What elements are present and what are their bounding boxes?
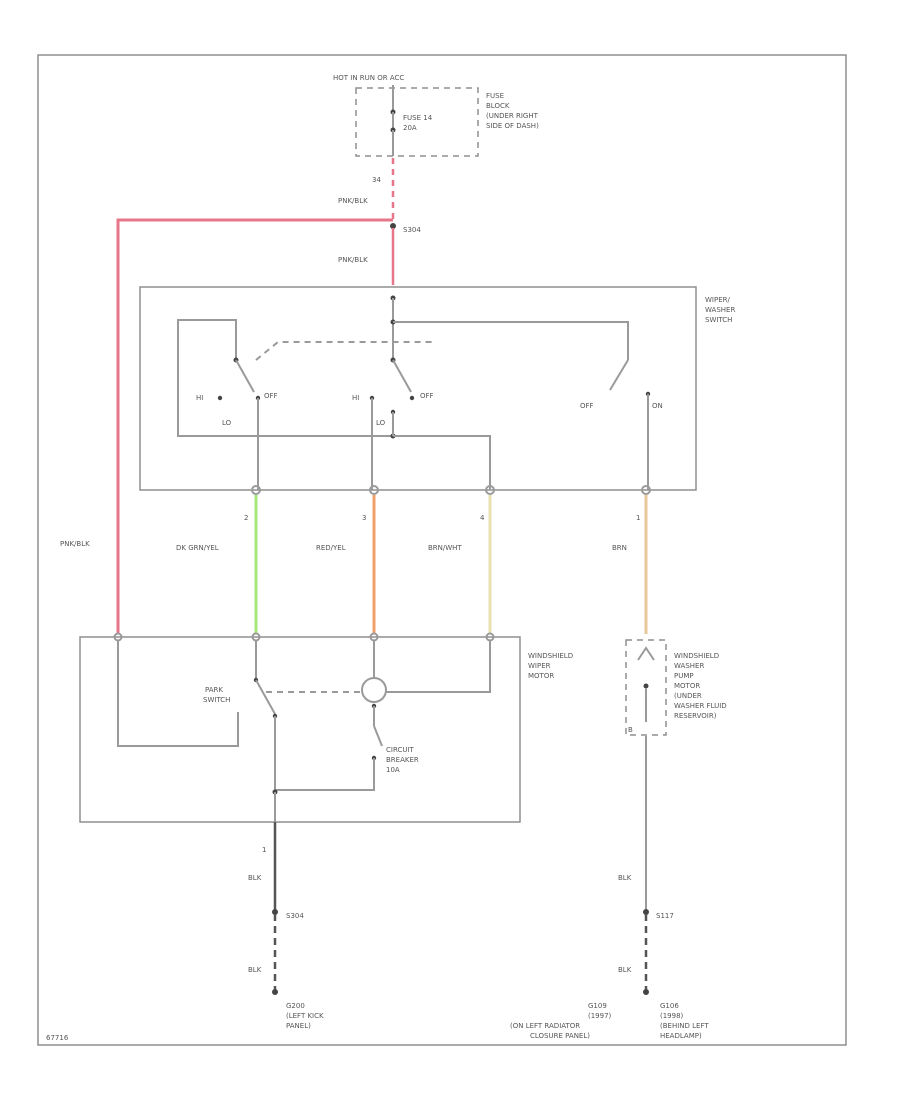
ground-right-b-1: G106	[660, 1002, 679, 1010]
motor-name-1: WINDSHIELD	[528, 652, 573, 660]
ground-right-a-2: (1997)	[588, 1012, 612, 1020]
motor-name-2: WIPER	[528, 662, 551, 670]
pump-name-4: MOTOR	[674, 682, 700, 690]
ground-right-color-upper: BLK	[618, 874, 632, 882]
fuse-block	[355, 87, 479, 157]
wire-pnk-blk-left	[116, 218, 393, 634]
switch-name-2: WASHER	[705, 306, 735, 314]
diagram-frame	[37, 54, 847, 1046]
pump-name-2: WASHER	[674, 662, 704, 670]
top-wire-number: 34	[372, 176, 381, 184]
ground-left-name-2: (LEFT KICK	[286, 1012, 324, 1020]
wire-color-brn: BRN	[612, 544, 627, 552]
fuse-location-2: BLOCK	[486, 102, 510, 110]
splice-s304-label: S304	[403, 226, 421, 234]
switch-off-2: OFF	[420, 392, 434, 400]
power-source-label: HOT IN RUN OR ACC	[333, 74, 404, 82]
pump-name-7: RESERVOIR)	[674, 712, 717, 720]
wire-color-red-yel: RED/YEL	[316, 544, 346, 552]
breaker-label-3: 10A	[386, 766, 400, 774]
breaker-label-2: BREAKER	[386, 756, 419, 764]
pump-name-3: PUMP	[674, 672, 694, 680]
pin-3: 3	[362, 514, 366, 522]
park-switch-label-1: PARK	[205, 686, 223, 694]
switch-name-3: SWITCH	[705, 316, 732, 324]
fuse-rating: 20A	[403, 124, 417, 132]
wire-color-brn-wht: BRN/WHT	[428, 544, 462, 552]
fuse-location-3: (UNDER RIGHT	[486, 112, 539, 120]
switch-hi-1: HI	[196, 394, 203, 402]
switch-off-1: OFF	[264, 392, 278, 400]
ground-left-splice: S304	[286, 912, 304, 920]
park-switch-label-2: SWITCH	[203, 696, 230, 704]
breaker-label-1: CIRCUIT	[386, 746, 415, 754]
pump-name-1: WINDSHIELD	[674, 652, 719, 660]
pin-4: 4	[480, 514, 485, 522]
pump-pin-b: B	[628, 726, 633, 734]
pin-1: 1	[636, 514, 640, 522]
switch-on-3: ON	[652, 402, 663, 410]
ground-left-name-1: G200	[286, 1002, 305, 1010]
ground-left-color-lower: BLK	[248, 966, 262, 974]
washer-pump-box	[625, 639, 667, 736]
switch-lo-1: LO	[222, 419, 232, 427]
wiper-washer-switch-box	[139, 286, 697, 491]
ground-left-name-3: PANEL)	[286, 1022, 311, 1030]
wiper-motor-box	[79, 636, 521, 823]
ground-right-b-3: (BEHIND LEFT	[660, 1022, 709, 1030]
ground-right-a-3: (ON LEFT RADIATOR	[510, 1022, 580, 1030]
fuse-location-4: SIDE OF DASH)	[486, 122, 539, 130]
pump-name-6: WASHER FLUID	[674, 702, 727, 710]
splice-below-color: PNK/BLK	[338, 256, 368, 264]
ground-right-splice: S117	[656, 912, 674, 920]
ground-right-b-2: (1998)	[660, 1012, 684, 1020]
ground-right-a-4: CLOSURE PANEL)	[530, 1032, 590, 1040]
switch-hi-2: HI	[352, 394, 359, 402]
switch-lo-2: LO	[376, 419, 386, 427]
ground-right-a-1: G109	[588, 1002, 607, 1010]
ground-left-pin: 1	[262, 846, 266, 854]
top-wire-color: PNK/BLK	[338, 197, 368, 205]
fuse-name: FUSE 14	[403, 114, 433, 122]
left-wire-color: PNK/BLK	[60, 540, 90, 548]
wire-color-dk-grn-yel: DK GRN/YEL	[176, 544, 219, 552]
diagram-id: 67716	[46, 1034, 69, 1042]
switch-name-1: WIPER/	[705, 296, 730, 304]
pump-name-5: (UNDER	[674, 692, 702, 700]
ground-right-color-lower: BLK	[618, 966, 632, 974]
switch-off-3: OFF	[580, 402, 594, 410]
fuse-location-1: FUSE	[486, 92, 504, 100]
ground-left-color-upper: BLK	[248, 874, 262, 882]
pin-2: 2	[244, 514, 248, 522]
motor-name-3: MOTOR	[528, 672, 554, 680]
ground-right-b-4: HEADLAMP)	[660, 1032, 702, 1040]
